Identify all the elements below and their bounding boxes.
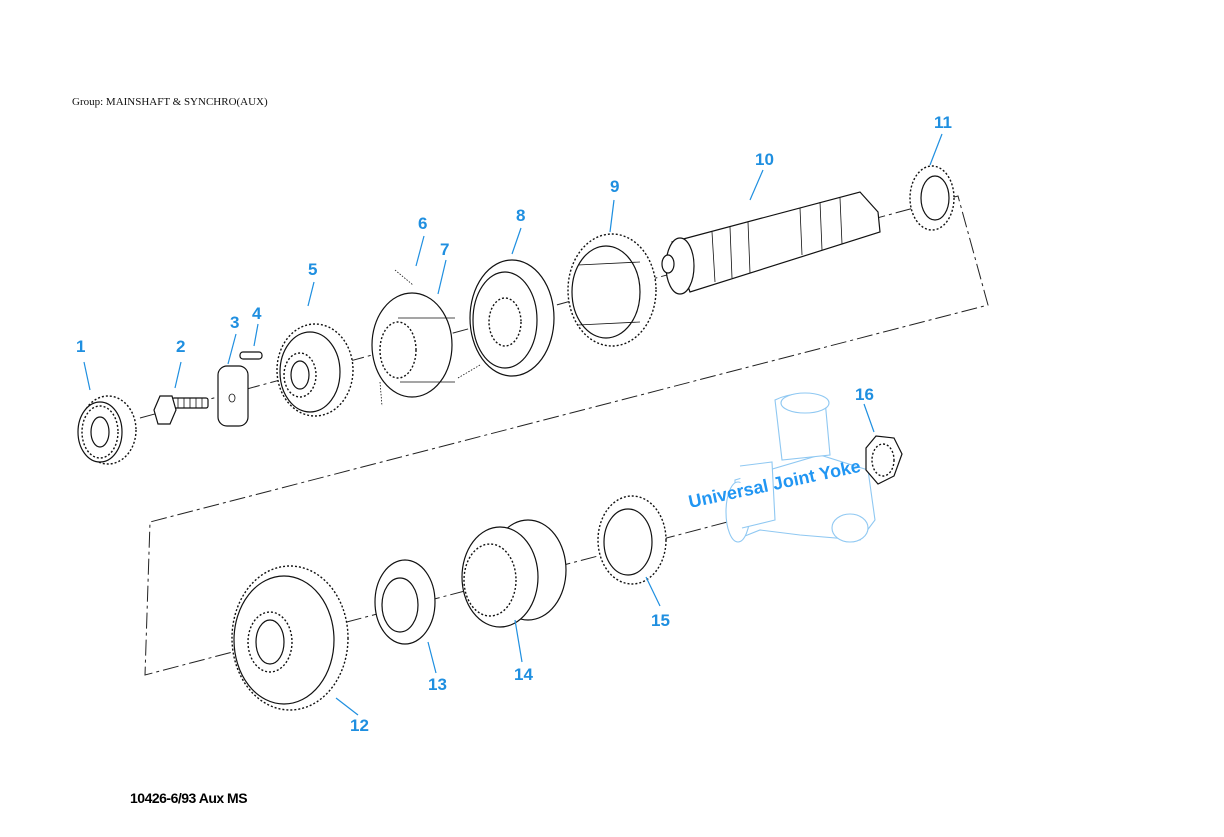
part-1-sliding-clutch: [77, 395, 137, 465]
part-11-ring-gear: [909, 165, 955, 231]
part-4-pin: [239, 351, 263, 360]
part-12-helical-gear: [231, 565, 349, 711]
callout-16: 16: [855, 385, 874, 404]
callout-8: 8: [516, 206, 525, 225]
callout-12: 12: [350, 716, 369, 735]
part-10-mainshaft: [661, 191, 881, 295]
universal-joint-yoke: [725, 392, 876, 543]
part-8-synchro-hub: [469, 259, 555, 377]
callout-leaders: [83, 133, 943, 716]
callout-4: 4: [252, 304, 262, 323]
part-14-bearing: [461, 519, 567, 628]
part-16-hex-nut: [865, 435, 903, 485]
callout-2: 2: [176, 337, 185, 356]
callout-3: 3: [230, 313, 239, 332]
part-3-washer-plate: [217, 365, 249, 427]
callout-7: 7: [440, 240, 449, 259]
part-2-bolt: [153, 395, 209, 425]
part-13-thrust-washer: [374, 559, 436, 645]
part-7-synchro-ring: [371, 292, 455, 398]
part-6-springs: [379, 269, 481, 407]
callout-11: 11: [934, 113, 952, 132]
callout-13: 13: [428, 675, 447, 694]
callout-5: 5: [308, 260, 317, 279]
callout-1: 1: [76, 337, 85, 356]
part-5-gear: [276, 323, 354, 417]
callout-10: 10: [755, 150, 774, 169]
part-9-synchro-ring: [567, 233, 657, 347]
callout-numbers: 1 2 3 4 5 6 7 8 9 10 11 12 13 14 15 16: [76, 113, 952, 735]
callout-14: 14: [514, 665, 533, 684]
callout-15: 15: [651, 611, 670, 630]
callout-6: 6: [418, 214, 427, 233]
callout-9: 9: [610, 177, 619, 196]
document-code: 10426-6/93 Aux MS: [130, 790, 248, 806]
group-label: Group: MAINSHAFT & SYNCHRO(AUX): [72, 96, 268, 108]
part-15-nut-ring: [597, 495, 667, 585]
